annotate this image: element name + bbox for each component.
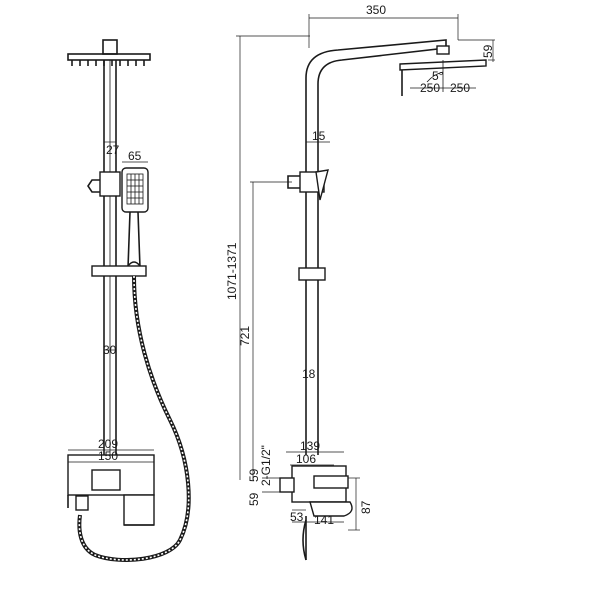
- side-view: 350 1071-1371 721 59 5° 250 250: [225, 3, 495, 561]
- front-dim-mixer-inner: 150: [98, 449, 118, 463]
- front-dim-bar-lower: 30: [103, 343, 117, 357]
- side-dim-total-height: 1071-1371: [225, 242, 239, 300]
- side-dim-spout-long: 141: [314, 513, 334, 527]
- side-dim-mixer-width: 139: [300, 439, 320, 453]
- side-dim-head-drop: 59: [481, 44, 495, 58]
- slider-bracket: [91, 261, 147, 277]
- hand-shower: [121, 167, 149, 269]
- mixer-side: [279, 465, 353, 561]
- side-dim-inlet-b: 59: [247, 492, 261, 506]
- side-dim-head-left: 250: [420, 81, 440, 95]
- hand-shower-holder: [87, 171, 121, 197]
- front-view: 27 65 30 209 150: [67, 39, 191, 562]
- side-dim-handshower-height: 721: [238, 326, 252, 346]
- rain-head-side: [399, 45, 487, 96]
- rain-head-front: [67, 39, 151, 66]
- shower-hose: [77, 275, 191, 562]
- front-dim-mixer-outer: 209: [98, 437, 118, 451]
- front-dim-bar-top: 27: [106, 143, 120, 157]
- side-dim-lower-tube: 18: [302, 367, 316, 381]
- side-dim-spout-height: 87: [359, 500, 373, 514]
- shower-arm-side: [305, 39, 447, 96]
- side-dim-spout-short: 53: [290, 510, 304, 524]
- front-dim-handshower-width: 65: [128, 149, 142, 163]
- side-dim-arm-length: 350: [366, 3, 386, 17]
- holder-side: [287, 169, 329, 201]
- side-dim-riser-tube: 15: [312, 129, 326, 143]
- side-dim-inlet-a: 59: [247, 468, 261, 482]
- mixer-front: [67, 454, 155, 526]
- side-dim-mixer-body: 106: [296, 452, 316, 466]
- side-dim-head-tilt: 5°: [432, 69, 444, 83]
- side-dim-thread: 2-G1/2": [259, 445, 273, 486]
- side-dim-head-right: 250: [450, 81, 470, 95]
- riser-bar-front: [103, 60, 117, 455]
- slider-side: [298, 267, 326, 281]
